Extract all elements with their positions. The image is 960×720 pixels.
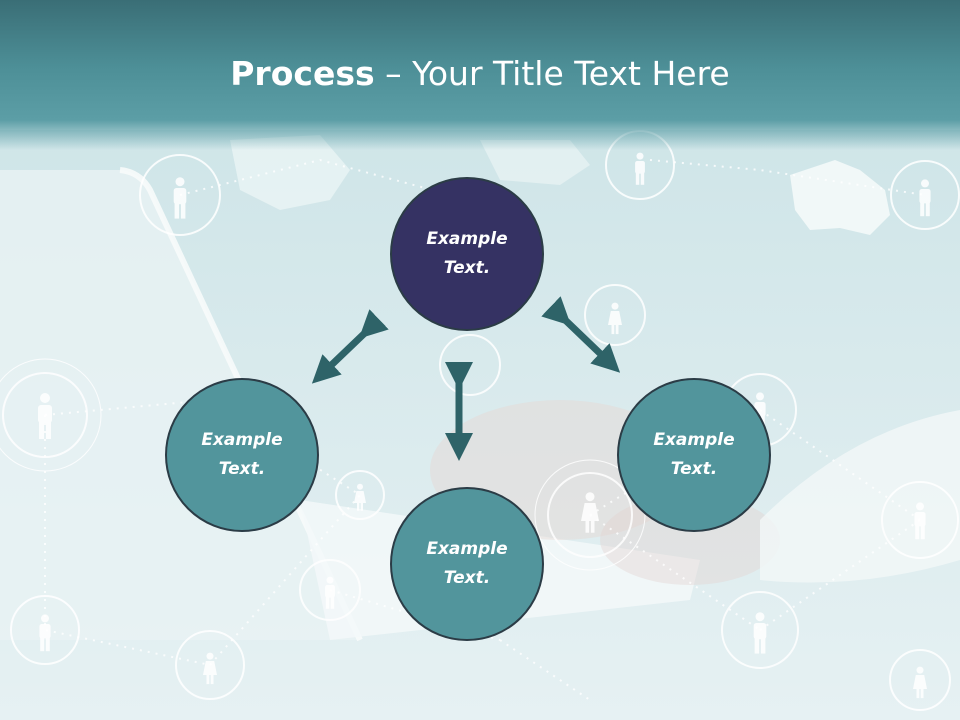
title-band: [0, 0, 960, 150]
node-bottom-line1: Example: [426, 539, 508, 559]
node-top-line1: Example: [426, 229, 508, 249]
node-left-line1: Example: [201, 430, 283, 450]
node-left-line2: Text.: [218, 459, 266, 479]
node-right-line1: Example: [653, 430, 735, 450]
slide-title: Process – Your Title Text Here: [0, 52, 960, 96]
node-bottom-line2: Text.: [443, 568, 491, 588]
title-rest-text: – Your Title Text Here: [374, 54, 730, 93]
node-top-line2: Text.: [443, 258, 491, 278]
node-right-line2: Text.: [670, 459, 718, 479]
title-bold-text: Process: [230, 54, 375, 93]
